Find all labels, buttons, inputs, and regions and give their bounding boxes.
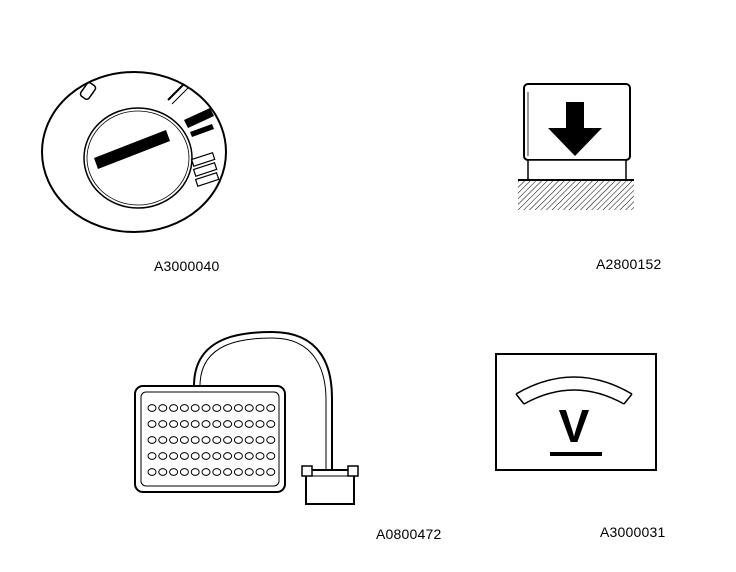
socket-hole (255, 436, 265, 444)
socket-hole (266, 452, 276, 460)
socket-hole (190, 404, 200, 412)
socket-hole (233, 468, 243, 476)
socket-hole (169, 468, 179, 476)
socket-hole (223, 436, 233, 444)
socket-hole (201, 436, 211, 444)
socket-hole (179, 420, 189, 428)
socket-hole (190, 468, 200, 476)
socket-hole (244, 420, 254, 428)
volt-symbol: V (559, 400, 590, 452)
socket-hole (266, 468, 276, 476)
socket-hole (158, 436, 168, 444)
socket-hole (147, 468, 157, 476)
voltmeter-icon: V (495, 353, 657, 471)
socket-hole (255, 452, 265, 460)
socket-hole (266, 436, 276, 444)
socket-hole (147, 404, 157, 412)
socket-hole (169, 452, 179, 460)
push-down-figure (512, 80, 637, 215)
ignition-switch-figure (38, 68, 238, 238)
ignition-switch-icon (41, 71, 227, 233)
socket-hole (169, 436, 179, 444)
socket-hole (147, 436, 157, 444)
socket-hole (201, 468, 211, 476)
socket-hole (255, 468, 265, 476)
breakout-box-icon (134, 330, 359, 505)
ignition-caption: A3000040 (154, 258, 220, 274)
breakout-caption: A0800472 (376, 526, 442, 542)
socket-hole (179, 436, 189, 444)
socket-hole (255, 404, 265, 412)
socket-hole (244, 452, 254, 460)
socket-hole (233, 436, 243, 444)
socket-hole (244, 404, 254, 412)
socket-hole (190, 420, 200, 428)
voltmeter-caption: A3000031 (600, 524, 666, 540)
push-down-caption: A2800152 (596, 256, 662, 272)
voltmeter-figure: V (494, 350, 660, 474)
socket-hole (190, 436, 200, 444)
socket-hole (244, 468, 254, 476)
socket-hole (266, 420, 276, 428)
socket-hole (147, 452, 157, 460)
socket-hole (201, 420, 211, 428)
socket-hole (201, 404, 211, 412)
socket-hole (179, 404, 189, 412)
push-down-arrow-icon (518, 83, 634, 210)
socket-hole (223, 468, 233, 476)
socket-hole (223, 452, 233, 460)
socket-hole (158, 420, 168, 428)
socket-hole (223, 420, 233, 428)
socket-rows (147, 404, 276, 476)
socket-hole (255, 420, 265, 428)
socket-hole (233, 420, 243, 428)
socket-hole (158, 468, 168, 476)
socket-hole (212, 468, 222, 476)
socket-hole (233, 404, 243, 412)
socket-hole (244, 436, 254, 444)
socket-hole (179, 468, 189, 476)
socket-hole (212, 452, 222, 460)
socket-hole (158, 452, 168, 460)
socket-hole (223, 404, 233, 412)
socket-hole (169, 420, 179, 428)
socket-hole (266, 404, 276, 412)
socket-hole (169, 404, 179, 412)
socket-hole (212, 436, 222, 444)
socket-hole (179, 452, 189, 460)
socket-hole (190, 452, 200, 460)
socket-hole (212, 404, 222, 412)
socket-hole (212, 420, 222, 428)
socket-hole (158, 404, 168, 412)
socket-hole (147, 420, 157, 428)
socket-hole (201, 452, 211, 460)
socket-hole (233, 452, 243, 460)
breakout-box-figure (132, 328, 364, 506)
